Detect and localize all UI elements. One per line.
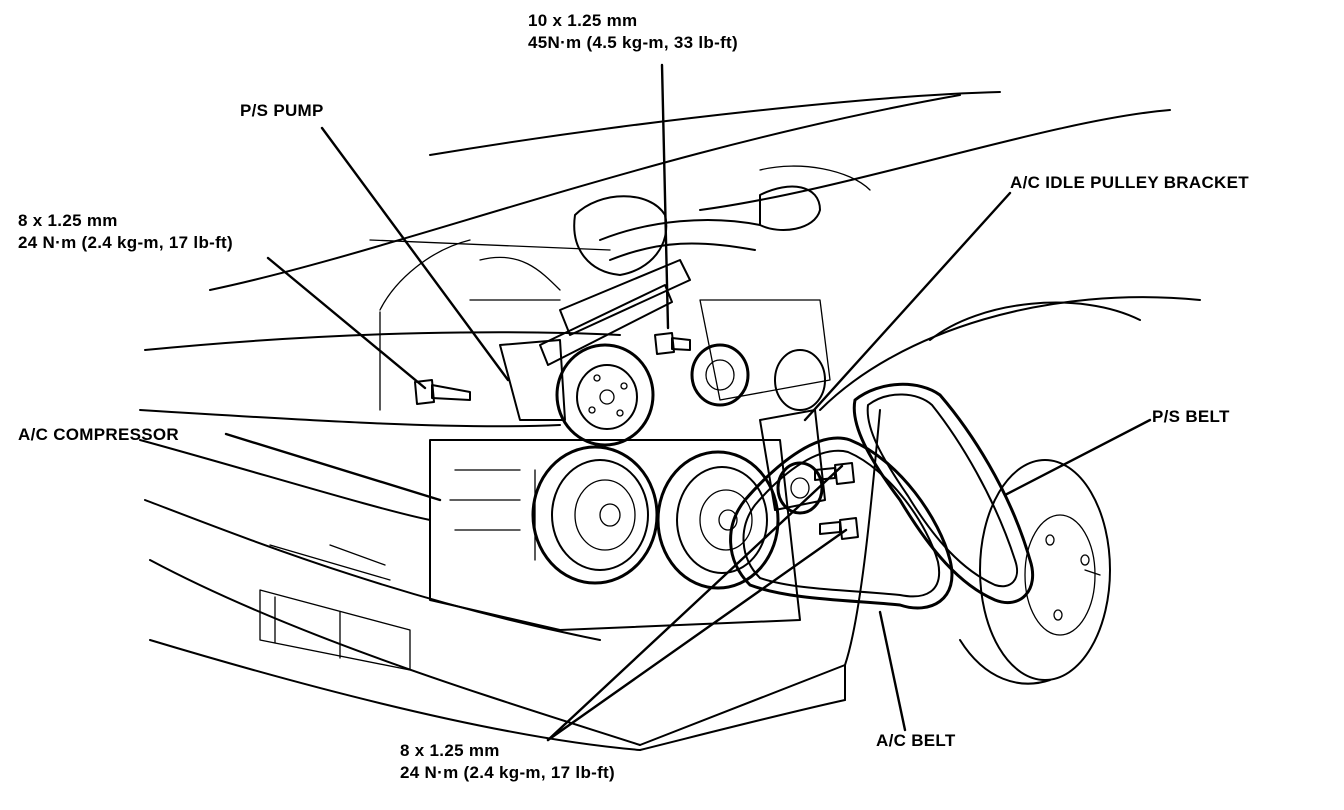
ps-pump-label: P/S PUMP [240,101,324,120]
ac-belt-label: A/C BELT [876,731,956,750]
leader-left-spec [266,256,427,390]
leader-bottom-spec-a [546,464,844,742]
leader-bottom-spec-b [546,528,848,742]
ps-belt [852,382,1035,605]
left-spec-line1: 8 x 1.25 mm [18,211,118,230]
left-spec-line2: 24 N·m (2.4 kg-m, 17 lb-ft) [18,233,233,252]
bottom-spec-line1: 8 x 1.25 mm [400,741,500,760]
leader-ac-idle-bracket [803,191,1012,422]
leader-top-spec [660,63,670,330]
ac-compressor-pulley [531,445,659,585]
leader-ac-belt [878,610,907,732]
leader-ps-pump [320,126,510,382]
ps-pump-pulley [499,339,655,447]
bottom-spec-label: 8 x 1.25 mm 24 N·m (2.4 kg-m, 17 lb-ft) [400,740,615,784]
left-spec-label: 8 x 1.25 mm 24 N·m (2.4 kg-m, 17 lb-ft) [18,210,233,254]
ac-idle-pulley-bracket-label: A/C IDLE PULLEY BRACKET [1010,173,1249,192]
wheel-hub [929,301,1141,685]
top-spec-label: 10 x 1.25 mm 45N·m (4.5 kg-m, 33 lb-ft) [528,10,738,54]
ps-belt-label: P/S BELT [1152,407,1230,426]
leader-lines [224,63,1152,742]
ac-idle-pulley [759,409,826,515]
bolt-idle-upper [814,462,855,485]
leader-ps-belt [1003,418,1152,497]
leader-ac-compressor [224,432,442,502]
top-spec-line2: 45N·m (4.5 kg-m, 33 lb-ft) [528,33,738,52]
bolt-top [654,332,691,355]
crankshaft-pulley [656,450,780,590]
bottom-spec-line2: 24 N·m (2.4 kg-m, 17 lb-ft) [400,763,615,782]
alternator-pulley [690,343,826,411]
engine-block [429,185,831,631]
car-body-outline [139,91,1201,751]
top-spec-line1: 10 x 1.25 mm [528,11,638,30]
ac-compressor-label: A/C COMPRESSOR [18,425,179,444]
bolt-left [414,379,471,405]
ac-belt [729,436,954,610]
